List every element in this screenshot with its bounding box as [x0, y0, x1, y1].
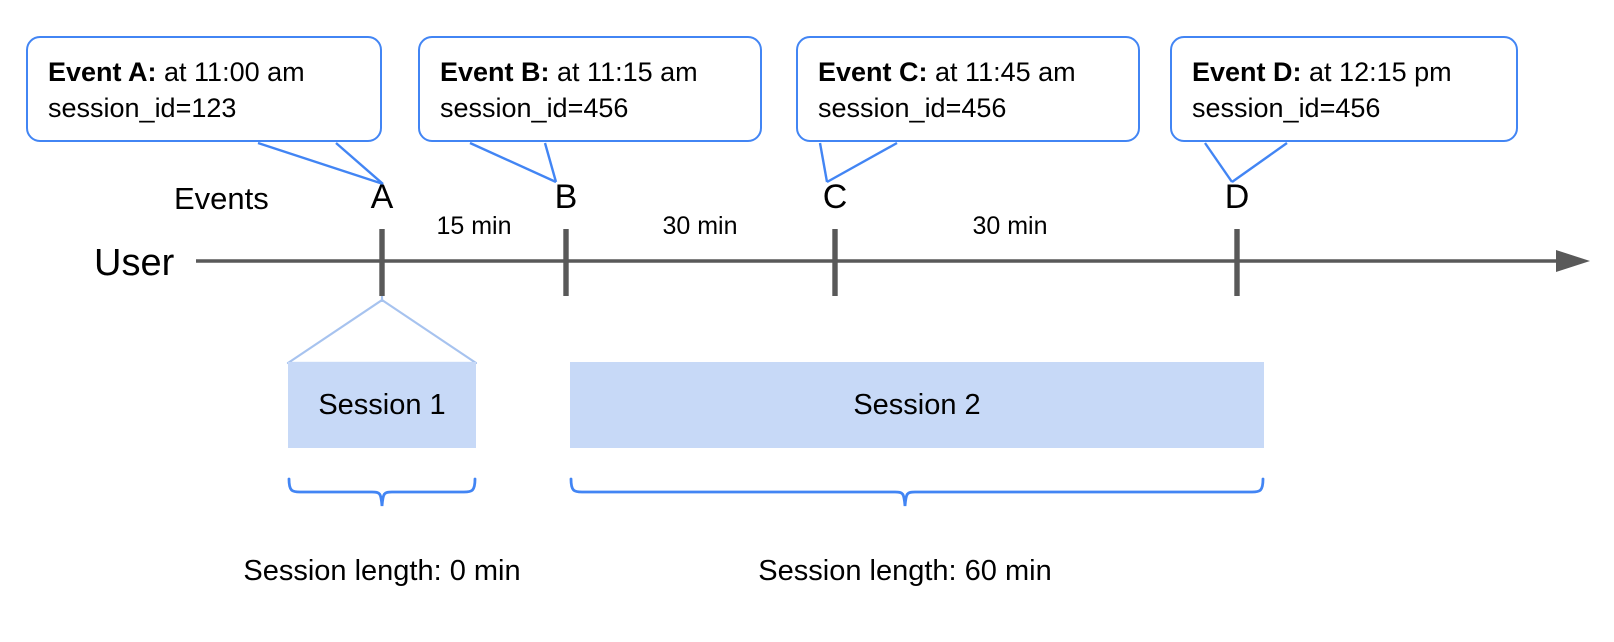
- callout-d-detail: at 12:15 pm: [1301, 57, 1452, 87]
- callout-a-detail: at 11:00 am: [156, 57, 305, 87]
- callout-c-session-id: session_id=456: [818, 93, 1007, 124]
- callout-leader-lines: [257, 141, 1288, 186]
- callout-b-session-id: session_id=456: [440, 93, 629, 124]
- leader-line-c-left: [818, 142, 829, 183]
- callout-event-b[interactable]: Event B: at 11:15 am session_id=456: [418, 36, 762, 143]
- callout-a-title: Event A:: [48, 57, 157, 87]
- session-bar-2-label: Session 2: [853, 388, 981, 421]
- session-bar-1[interactable]: Session 1: [288, 362, 476, 448]
- leader-line-b-right: [543, 142, 558, 183]
- leader-line-a-left: [257, 141, 384, 186]
- row-label-events: Events: [174, 181, 269, 216]
- leader-line-b-left: [469, 141, 557, 184]
- callout-d-session-id: session_id=456: [1192, 93, 1381, 124]
- session-2-brace: [569, 477, 1265, 507]
- callout-b-detail: at 11:15 am: [549, 57, 698, 87]
- leader-line-d-left: [1204, 142, 1233, 183]
- callout-event-c[interactable]: Event C: at 11:45 am session_id=456: [796, 36, 1140, 143]
- timeline-arrowhead: [1556, 250, 1590, 272]
- session-bar-2[interactable]: Session 2: [570, 362, 1264, 448]
- event-letter-b: B: [554, 178, 578, 216]
- timeline-axis: [196, 250, 1590, 272]
- gap-label-b-c: 30 min: [662, 212, 738, 240]
- gap-label-a-b: 15 min: [436, 212, 512, 240]
- event-letter-c: C: [822, 178, 848, 216]
- callout-a-session-id: session_id=123: [48, 93, 237, 124]
- leader-line-d-right: [1231, 142, 1288, 183]
- callout-c-detail: at 11:45 am: [927, 57, 1076, 87]
- gap-label-c-d: 30 min: [972, 212, 1048, 240]
- callout-d-title: Event D:: [1192, 57, 1302, 87]
- leader-line-c-right: [826, 141, 898, 184]
- callout-b-title: Event B:: [440, 57, 550, 87]
- event-letter-a: A: [370, 178, 394, 216]
- callout-event-d[interactable]: Event D: at 12:15 pm session_id=456: [1170, 36, 1518, 143]
- callout-c-title: Event C:: [818, 57, 928, 87]
- callout-event-a[interactable]: Event A: at 11:00 am session_id=123: [26, 36, 382, 143]
- event-letter-d: D: [1224, 178, 1250, 216]
- leader-line-a-right: [335, 142, 384, 185]
- event-ticks: [379, 229, 1240, 296]
- session-1-length-label: Session length: 0 min: [243, 555, 521, 587]
- session-1-funnel: [286, 296, 478, 365]
- session-2-length-label: Session length: 60 min: [758, 555, 1052, 587]
- session-braces: [287, 477, 1265, 507]
- session-1-brace: [287, 477, 477, 507]
- session-bar-1-label: Session 1: [318, 388, 446, 421]
- row-label-user: User: [94, 242, 175, 284]
